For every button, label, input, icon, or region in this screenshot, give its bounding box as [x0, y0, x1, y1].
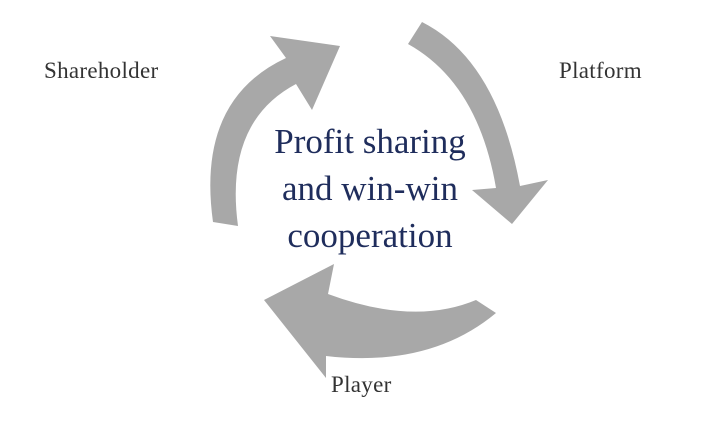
- node-label-platform: Platform: [559, 58, 642, 83]
- node-label-shareholder: Shareholder: [44, 58, 159, 83]
- cycle-arrow-shareholder: [210, 36, 340, 226]
- node-label-player: Player: [331, 372, 392, 397]
- center-caption-line-3: cooperation: [287, 216, 453, 255]
- center-caption-line-2: and win-win: [282, 169, 458, 208]
- center-caption-line-1: Profit sharing: [274, 122, 466, 161]
- cycle-arrow-player: [264, 264, 496, 378]
- center-caption: Profit sharing and win-win cooperation: [225, 118, 515, 259]
- cycle-arrow-platform: [408, 22, 548, 224]
